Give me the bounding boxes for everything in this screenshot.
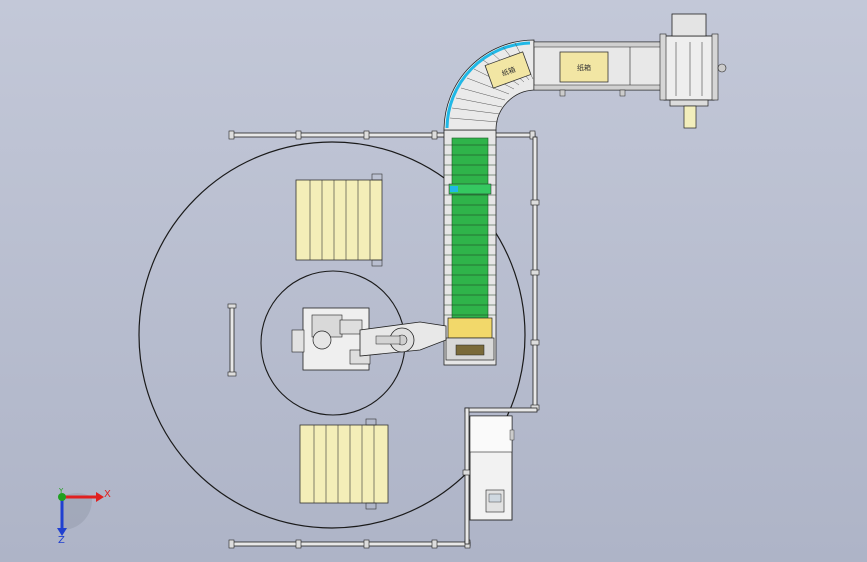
fence-left-bar [227,303,237,377]
pallet-top [295,173,383,267]
machine-top-right [659,13,727,129]
conveyor-curve: 纸箱 [443,39,535,131]
axis-x-label: X [104,489,111,500]
box-label-right: 纸箱 [577,63,591,72]
control-cabinet [469,415,515,521]
fence-top [228,130,536,140]
robot-reach-circle [138,141,526,529]
axis-triad: X Y Z [57,487,111,546]
conveyor-straight [443,129,497,366]
conveyor-infeed: 纸箱 [533,41,665,97]
pallet-bottom [299,418,389,510]
axis-y-label: Y [58,487,64,495]
fence-right [462,136,540,545]
axis-z-label: Z [58,535,65,546]
robot [291,307,447,371]
fence-bottom [228,539,471,549]
